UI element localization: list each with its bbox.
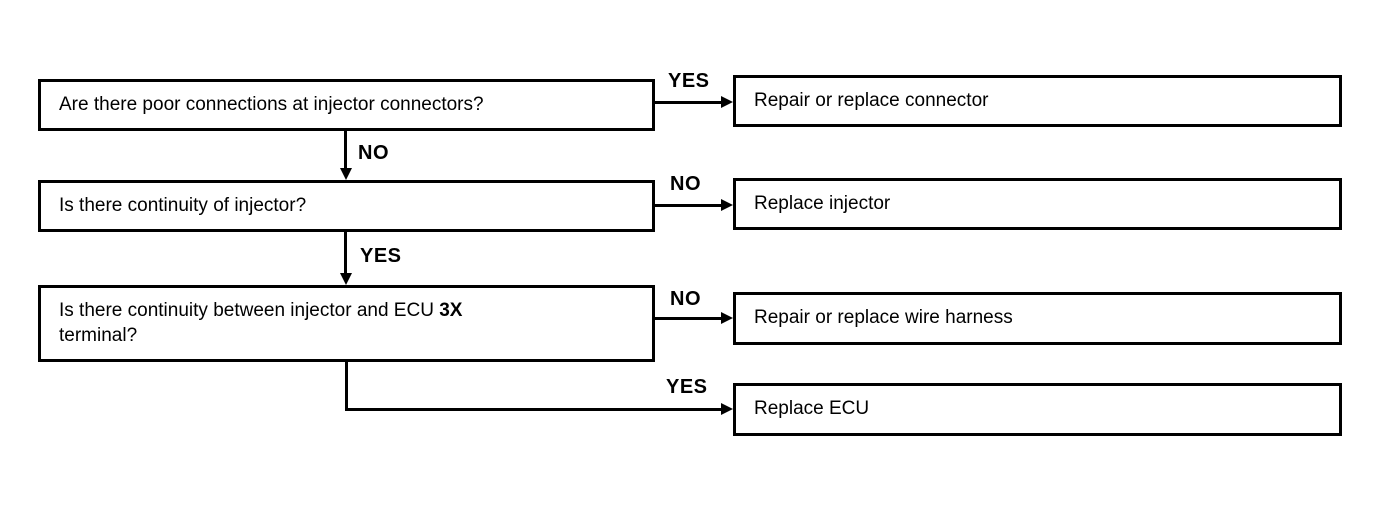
connector-line — [344, 232, 347, 277]
question-text-suffix: terminal? — [59, 324, 138, 346]
connector-line — [655, 317, 725, 320]
action-box-replace-ecu: Replace ECU — [733, 383, 1342, 436]
edge-label-no: NO — [670, 173, 701, 195]
edge-label-yes: YES — [666, 376, 708, 398]
connector-line — [345, 361, 348, 411]
action-text: Replace ECU — [754, 398, 870, 420]
action-text: Repair or replace connector — [754, 89, 989, 111]
question-box-poor-connections: Are there poor connections at injector c… — [38, 79, 655, 131]
arrow-down-icon — [340, 168, 352, 180]
action-text: Replace injector — [754, 192, 891, 214]
question-box-ecu-3x-continuity: Is there continuity between injector and… — [38, 285, 655, 362]
connector-line — [345, 408, 725, 411]
edge-label-yes: YES — [668, 70, 710, 92]
connector-line — [344, 131, 347, 172]
question-text: Are there poor connections at injector c… — [59, 93, 484, 115]
arrow-right-icon — [721, 96, 733, 108]
action-box-repair-connector: Repair or replace connector — [733, 75, 1342, 127]
connector-line — [655, 204, 725, 207]
question-text: Is there continuity of injector? — [59, 194, 307, 216]
action-text: Repair or replace wire harness — [754, 307, 1013, 329]
edge-label-yes: YES — [360, 245, 402, 267]
arrow-right-icon — [721, 403, 733, 415]
terminal-code-3x: 3X — [439, 299, 463, 321]
edge-label-no: NO — [670, 288, 701, 310]
question-box-injector-continuity: Is there continuity of injector? — [38, 180, 655, 232]
arrow-right-icon — [721, 312, 733, 324]
question-text: Is there continuity between injector and… — [59, 299, 462, 348]
edge-label-no: NO — [358, 142, 389, 164]
action-box-replace-injector: Replace injector — [733, 178, 1342, 230]
arrow-right-icon — [721, 199, 733, 211]
question-text-prefix: Is there continuity between injector and… — [59, 299, 440, 321]
arrow-down-icon — [340, 273, 352, 285]
action-box-repair-wire-harness: Repair or replace wire harness — [733, 292, 1342, 345]
connector-line — [655, 101, 725, 104]
